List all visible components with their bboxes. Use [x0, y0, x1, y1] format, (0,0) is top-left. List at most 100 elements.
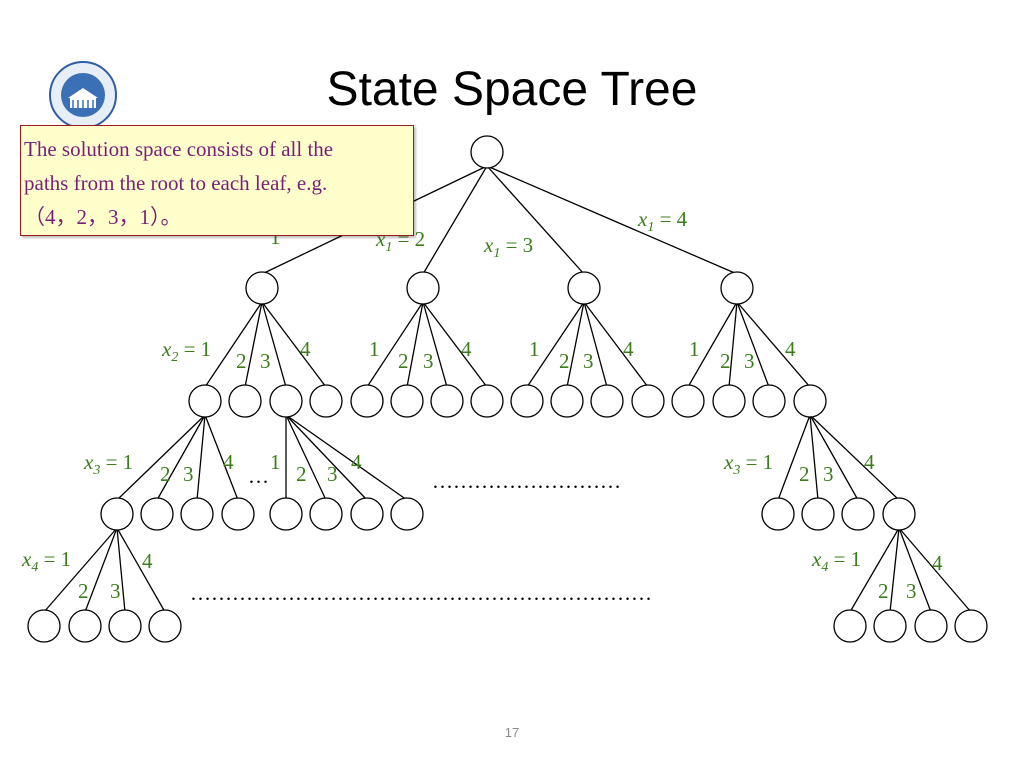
tree-node-D4 [148, 609, 182, 643]
tree-edge-B16-C9 [777, 414, 811, 501]
label-x2-1: x2 = 1 [161, 337, 211, 365]
tree-edge-A3-B12 [583, 301, 649, 388]
tree-edge-A4-B15 [736, 301, 770, 388]
tree-node-B5 [350, 384, 384, 418]
tree-node-B9 [510, 384, 544, 418]
tree-edge-B1-C3 [196, 414, 206, 501]
label-l4-a-4: 4 [142, 549, 153, 573]
tree-node-B6 [390, 384, 424, 418]
label-l4-dots: ………………………………………………………… [190, 581, 652, 605]
tree-edge-B1-C2 [156, 414, 206, 501]
label-l3-c-4: 4 [864, 450, 875, 474]
label-l2-g3-3: 3 [583, 349, 594, 373]
tree-node-C9 [761, 497, 795, 531]
tree-edge-A4-B13 [687, 301, 738, 388]
page-number: 17 [504, 725, 520, 740]
tree-edge-A1-B4 [261, 301, 327, 388]
tree-node-B11 [590, 384, 624, 418]
tree-edge-A3-B11 [583, 301, 608, 388]
label-l3-ellipsis: … [248, 464, 269, 488]
label-l3-a-3: 3 [183, 462, 194, 486]
tree-node-C12 [882, 497, 916, 531]
tree-node-B10 [550, 384, 584, 418]
slide-title: State Space Tree [326, 63, 698, 116]
label-l3-dots: ……………………… [432, 469, 621, 493]
tree-edge-B1-C4 [204, 414, 239, 501]
tree-node-A3 [567, 271, 601, 305]
tree-node-B8 [470, 384, 504, 418]
label-l2-g3-4: 4 [623, 337, 634, 361]
label-l4-a-2: 2 [78, 579, 89, 603]
label-x4-1-right: x4 = 1 [811, 547, 861, 575]
tree-node-D5 [833, 609, 867, 643]
tree-edge-B3-C8 [285, 414, 408, 501]
tree-edge-A2-B6 [406, 301, 424, 388]
label-l2-g2-3: 3 [423, 349, 434, 373]
tree-node-C1 [100, 497, 134, 531]
label-x3-1-right: x3 = 1 [723, 450, 773, 478]
tree-node-C8 [390, 497, 424, 531]
tree-node-B7 [430, 384, 464, 418]
tree-node-A2 [406, 271, 440, 305]
tree-node-D8 [954, 609, 988, 643]
tree-edge-B16-C11 [809, 414, 859, 501]
tree-node-B15 [752, 384, 786, 418]
label-l2-g4-2: 2 [720, 349, 731, 373]
tree-edge-C1-D2 [84, 527, 118, 613]
tree-node-A1 [245, 271, 279, 305]
tree-edge-A2-B7 [422, 301, 448, 388]
label-l3-b-3: 3 [327, 462, 338, 486]
tree-edge-A4-B16 [736, 301, 811, 388]
label-l2-g4-4: 4 [785, 337, 796, 361]
tree-edge-B3-C6 [285, 414, 327, 501]
label-x1-3: x1 = 3 [483, 233, 533, 261]
label-l4-a-3: 3 [110, 579, 121, 603]
note-callout: The solution space consists of all the p… [20, 125, 414, 236]
tree-edge-C1-D1 [43, 527, 118, 613]
tree-node-B14 [712, 384, 746, 418]
note-line-3: （4，2，3，1）。 [24, 205, 182, 229]
label-l4-b-3: 3 [906, 579, 917, 603]
label-l2-g3-1: 1 [529, 337, 540, 361]
note-line-1: The solution space consists of all the [24, 137, 334, 161]
tree-node-D1 [27, 609, 61, 643]
university-logo [49, 61, 117, 129]
tree-node-C3 [180, 497, 214, 531]
tree-edge-C12-D6 [889, 527, 900, 613]
tree-edge-C1-D3 [116, 527, 126, 613]
label-x4-1-left: x4 = 1 [21, 547, 71, 575]
label-l3-c-2: 2 [799, 462, 810, 486]
label-l3-a-2: 2 [160, 462, 171, 486]
tree-node-C6 [309, 497, 343, 531]
tree-node-A4 [720, 271, 754, 305]
tree-edge-root-A3 [486, 165, 585, 275]
label-l2-g2-2: 2 [398, 349, 409, 373]
label-x1-1: 1 [270, 225, 281, 249]
tree-edge-A3-B10 [566, 301, 585, 388]
tree-edge-C12-D5 [849, 527, 900, 613]
tree-edge-root-A2 [422, 165, 488, 275]
tree-node-B16 [793, 384, 827, 418]
tree-edge-A3-B9 [526, 301, 585, 388]
label-l2-a-3: 3 [260, 349, 271, 373]
tree-node-D3 [108, 609, 142, 643]
label-l2-a-2: 2 [236, 349, 247, 373]
tree-node-B4 [309, 384, 343, 418]
label-l3-c-3: 3 [823, 462, 834, 486]
tree-node-B13 [671, 384, 705, 418]
tree-edge-root-A4 [486, 165, 738, 275]
label-x3-1-left: x3 = 1 [83, 450, 133, 478]
tree-edge-A1-B3 [261, 301, 287, 388]
tree-node-D6 [873, 609, 907, 643]
tree-node-B12 [631, 384, 665, 418]
label-l3-b-1: 1 [270, 450, 281, 474]
tree-edge-C12-D7 [898, 527, 932, 613]
tree-edge-A2-B8 [422, 301, 488, 388]
tree-edge-C1-D4 [116, 527, 166, 613]
tree-node-C7 [350, 497, 384, 531]
tree-node-B2 [228, 384, 262, 418]
tree-node-D2 [68, 609, 102, 643]
label-l2-a-4: 4 [300, 337, 311, 361]
tree-edge-C12-D8 [898, 527, 972, 613]
